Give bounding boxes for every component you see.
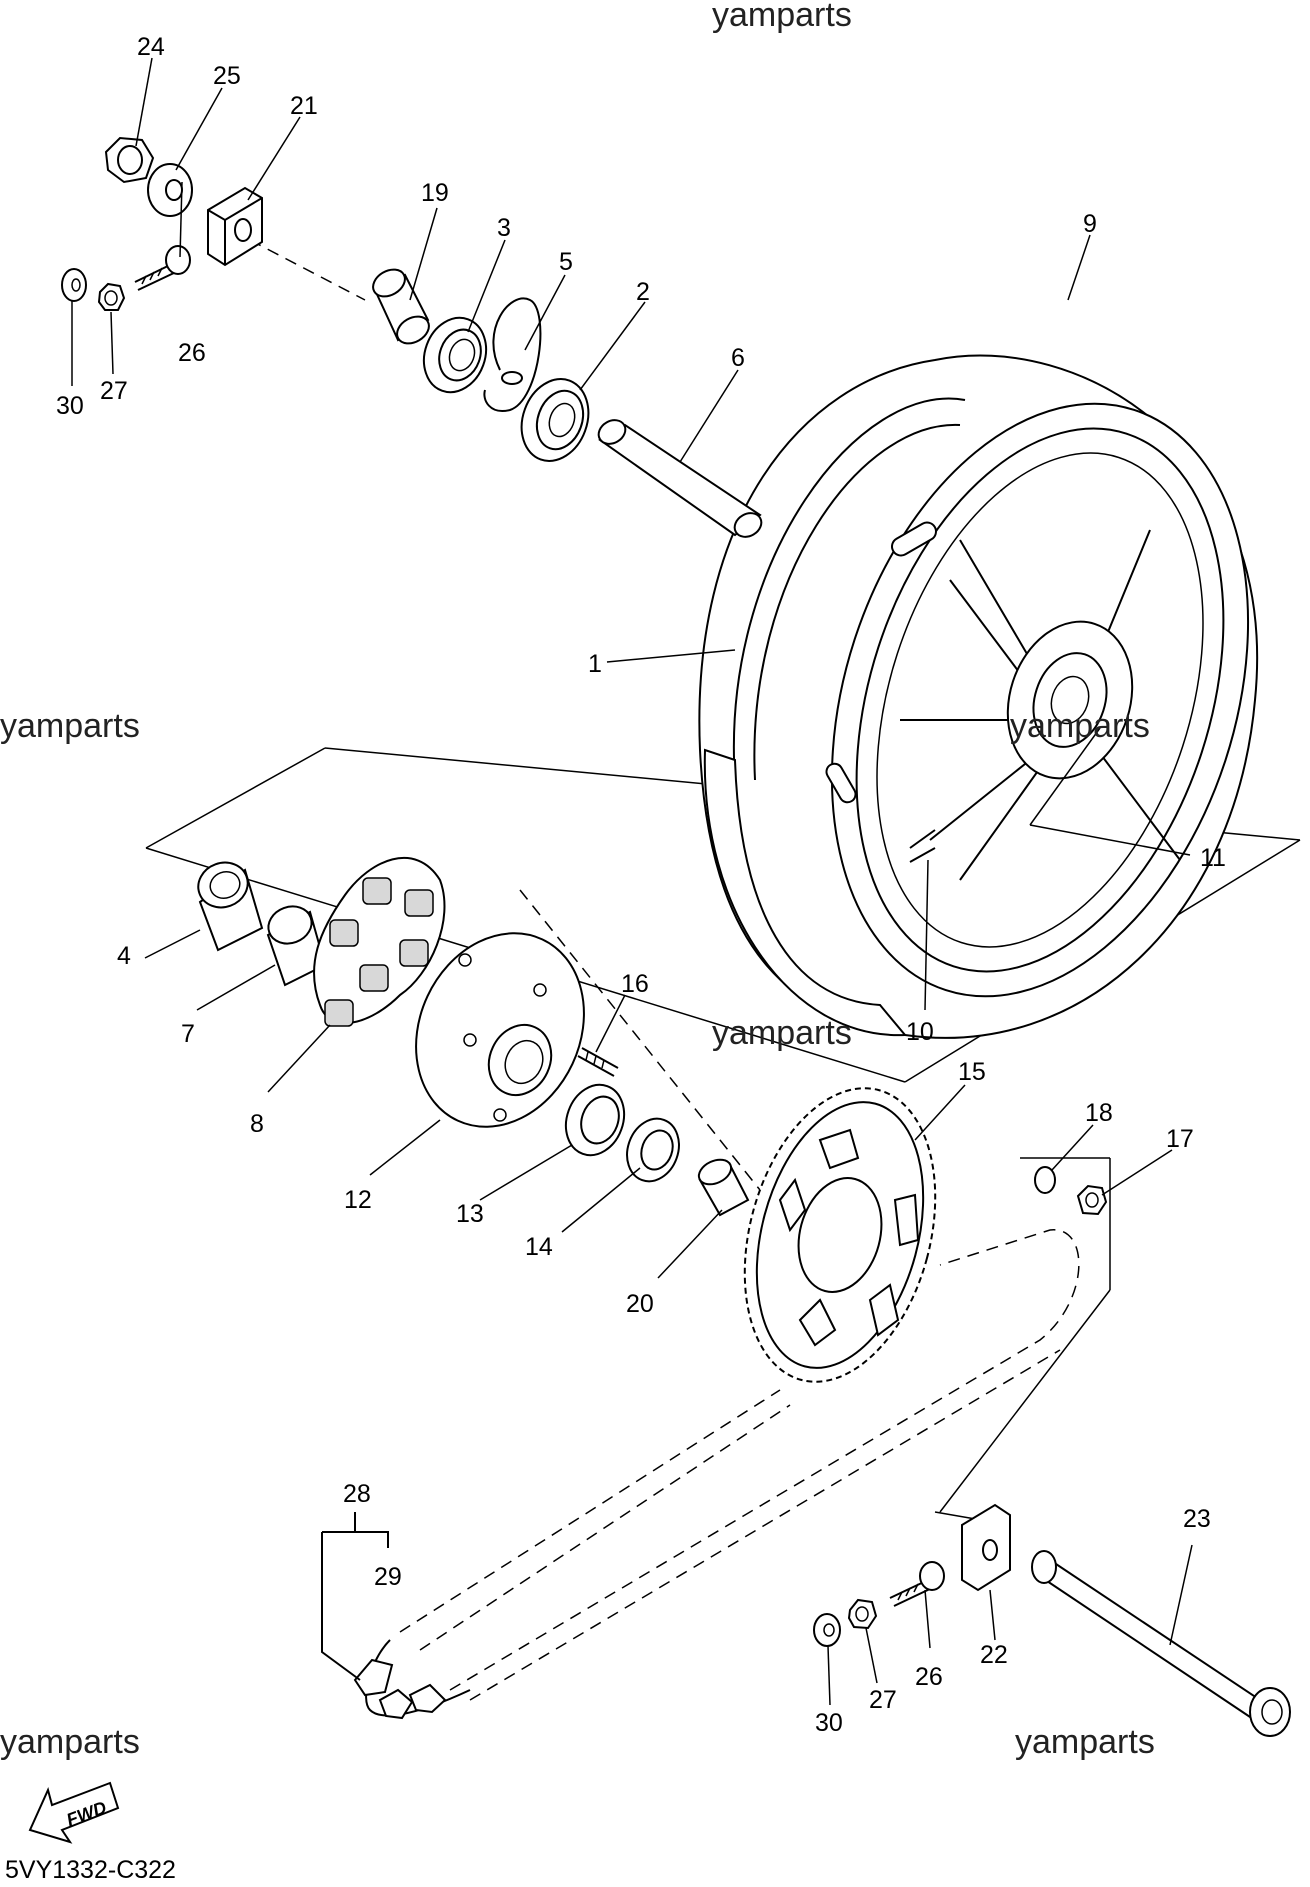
- part-12-carrier: [415, 932, 585, 1128]
- part-22-plate: [961, 1503, 1011, 1592]
- watermark-bottom-right: yamparts: [1015, 1723, 1155, 1761]
- label-7: 7: [181, 1020, 195, 1048]
- watermark-left: yamparts: [0, 707, 140, 745]
- fwd-arrow-icon: FWD: [28, 1781, 120, 1844]
- part-17-nut: [1076, 1184, 1108, 1216]
- part-30-washer-lower: [813, 1613, 841, 1647]
- label-26-lower: 26: [915, 1663, 943, 1691]
- part-4-bearing: [197, 861, 264, 952]
- label-25: 25: [213, 62, 241, 90]
- label-30-upper: 30: [56, 392, 84, 420]
- label-4: 4: [117, 942, 131, 970]
- part-16-stud: [577, 1047, 619, 1077]
- part-21-plate: [207, 186, 263, 267]
- label-15: 15: [958, 1058, 986, 1086]
- watermark-center: yamparts: [712, 1014, 852, 1052]
- leader-lines: [71, 57, 1193, 1706]
- label-18: 18: [1085, 1099, 1113, 1127]
- part-23-axle: [1031, 1550, 1291, 1737]
- watermark-top: yamparts: [712, 0, 852, 34]
- label-3: 3: [497, 214, 511, 242]
- label-20: 20: [626, 1290, 654, 1318]
- label-16: 16: [621, 970, 649, 998]
- label-24: 24: [137, 33, 165, 61]
- part-26-bolt-lower: [889, 1561, 945, 1607]
- part-19-collar: [372, 268, 430, 345]
- label-9: 9: [1083, 210, 1097, 238]
- part-5-circlip: [483, 297, 542, 412]
- label-14: 14: [525, 1233, 553, 1261]
- label-23: 23: [1183, 1505, 1211, 1533]
- label-22: 22: [980, 1641, 1008, 1669]
- chain-bracket: [321, 1512, 389, 1681]
- label-13: 13: [456, 1200, 484, 1228]
- label-26-upper: 26: [178, 339, 206, 367]
- part-8-damper: [313, 856, 446, 1027]
- part-15-sprocket: [743, 1087, 937, 1383]
- watermark-wheel: yamparts: [1010, 707, 1150, 745]
- upper-axis-line-1: [249, 239, 366, 301]
- part-labels: 24 25 21 19 3 5 2 6 9 26 27 30 1 11 10 4…: [56, 33, 1226, 1737]
- part-14-seal: [626, 1117, 680, 1183]
- label-29: 29: [374, 1563, 402, 1591]
- part-30-washer-upper: [61, 268, 87, 302]
- label-10: 10: [906, 1018, 934, 1046]
- label-2: 2: [636, 278, 650, 306]
- part-24-nut: [104, 136, 155, 184]
- hub-axis-line: [519, 889, 801, 1241]
- part-25-washer: [147, 163, 193, 217]
- part-6-spacer: [597, 419, 763, 538]
- label-12: 12: [344, 1186, 372, 1214]
- label-28: 28: [343, 1480, 371, 1508]
- rear-wheel: [698, 354, 1258, 1039]
- part-13-bearing: [564, 1083, 626, 1157]
- part-20-collar: [697, 1158, 750, 1217]
- label-19: 19: [421, 179, 449, 207]
- label-8: 8: [250, 1110, 264, 1138]
- label-11: 11: [1200, 844, 1226, 872]
- label-30-lower: 30: [815, 1709, 843, 1737]
- part-26-bolt-upper: [134, 245, 191, 291]
- label-27-upper: 27: [100, 377, 128, 405]
- label-5: 5: [559, 248, 573, 276]
- part-18-washer: [1034, 1166, 1056, 1194]
- watermarks: yamparts yamparts yamparts yamparts yamp…: [0, 0, 1155, 1761]
- label-6: 6: [731, 344, 745, 372]
- part-28-chain: [353, 1229, 1080, 1720]
- label-27-lower: 27: [869, 1686, 897, 1714]
- watermark-bottom-left: yamparts: [0, 1723, 140, 1761]
- part-27-nut-upper: [97, 282, 126, 311]
- part-2-bearing: [520, 378, 590, 462]
- label-17: 17: [1166, 1125, 1194, 1153]
- label-21: 21: [290, 92, 318, 120]
- diagram-code: 5VY1332-C322: [5, 1856, 176, 1884]
- part-27-nut-lower: [847, 1598, 878, 1630]
- label-1: 1: [588, 650, 602, 678]
